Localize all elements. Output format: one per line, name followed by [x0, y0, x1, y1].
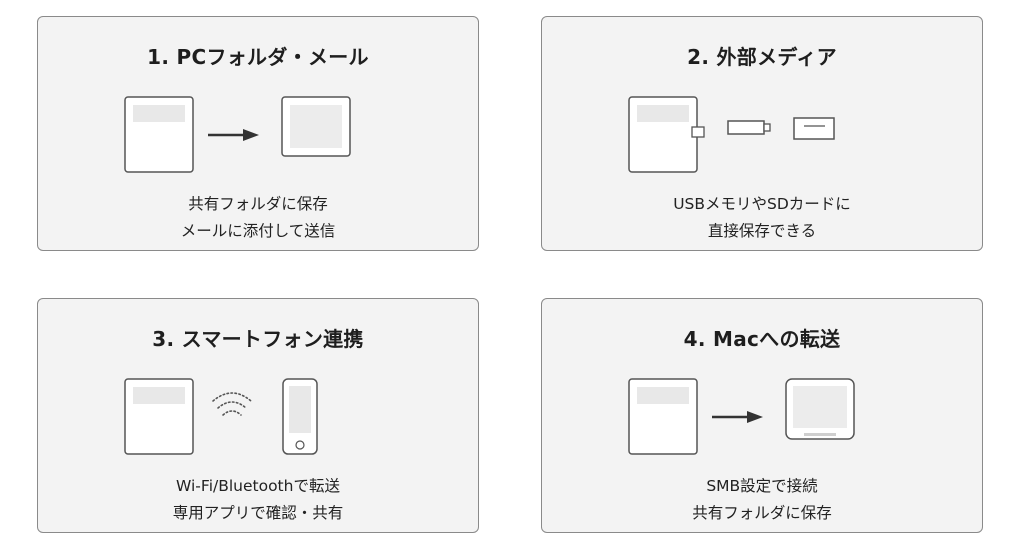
arrow-right-icon [712, 411, 763, 423]
card-title: 4. Macへの転送 [683, 327, 841, 351]
description-line: 専用アプリで確認・共有 [172, 504, 344, 522]
scanner-device-icon [124, 378, 194, 455]
description-line: 共有フォルダに保存 [188, 195, 328, 213]
usb-stick-icon [727, 120, 771, 135]
description-line: 直接保存できる [707, 222, 817, 240]
smartphone-icon [282, 378, 318, 455]
description-line: SMB設定で接続 [706, 477, 818, 495]
card-title: 1. PCフォルダ・メール [147, 45, 369, 69]
illustration-smartphone [124, 378, 318, 455]
card-title: 2. 外部メディア [687, 45, 837, 69]
mac-monitor-icon [785, 378, 855, 440]
arrow-right-icon [208, 129, 259, 141]
card-pc-folder-mail: 1. PCフォルダ・メール 共有フォルダに保存 メールに添付して送信 [37, 16, 479, 251]
scanner-device-icon [628, 378, 698, 455]
illustration-mac-transfer [628, 378, 855, 455]
usb-port-icon [691, 126, 705, 138]
card-description: 共有フォルダに保存 メールに添付して送信 [38, 191, 478, 245]
description-line: 共有フォルダに保存 [692, 504, 832, 522]
card-description: USBメモリやSDカードに 直接保存できる [542, 191, 982, 245]
illustration-pc-folder-mail [124, 96, 351, 173]
wireless-signal-icon [212, 392, 252, 416]
scanner-device-icon [124, 96, 194, 173]
scanner-device-icon [628, 96, 698, 173]
card-smartphone: 3. スマートフォン連携 Wi-Fi/Bluetoothで転送 専用アプリで確認… [37, 298, 479, 533]
card-title: 3. スマートフォン連携 [152, 327, 364, 351]
card-mac-transfer: 4. Macへの転送 SMB設定で接続 共有フォルダに保存 [541, 298, 983, 533]
illustration-external-media [628, 96, 835, 173]
sd-card-icon [793, 117, 835, 140]
folder-monitor-icon [281, 96, 351, 157]
card-description: Wi-Fi/Bluetoothで転送 専用アプリで確認・共有 [38, 473, 478, 527]
card-description: SMB設定で接続 共有フォルダに保存 [542, 473, 982, 527]
description-line: メールに添付して送信 [180, 222, 336, 240]
description-line: USBメモリやSDカードに [673, 195, 851, 213]
card-external-media: 2. 外部メディア USBメモリやSDカードに 直接保存できる [541, 16, 983, 251]
description-line: Wi-Fi/Bluetoothで転送 [176, 477, 340, 495]
